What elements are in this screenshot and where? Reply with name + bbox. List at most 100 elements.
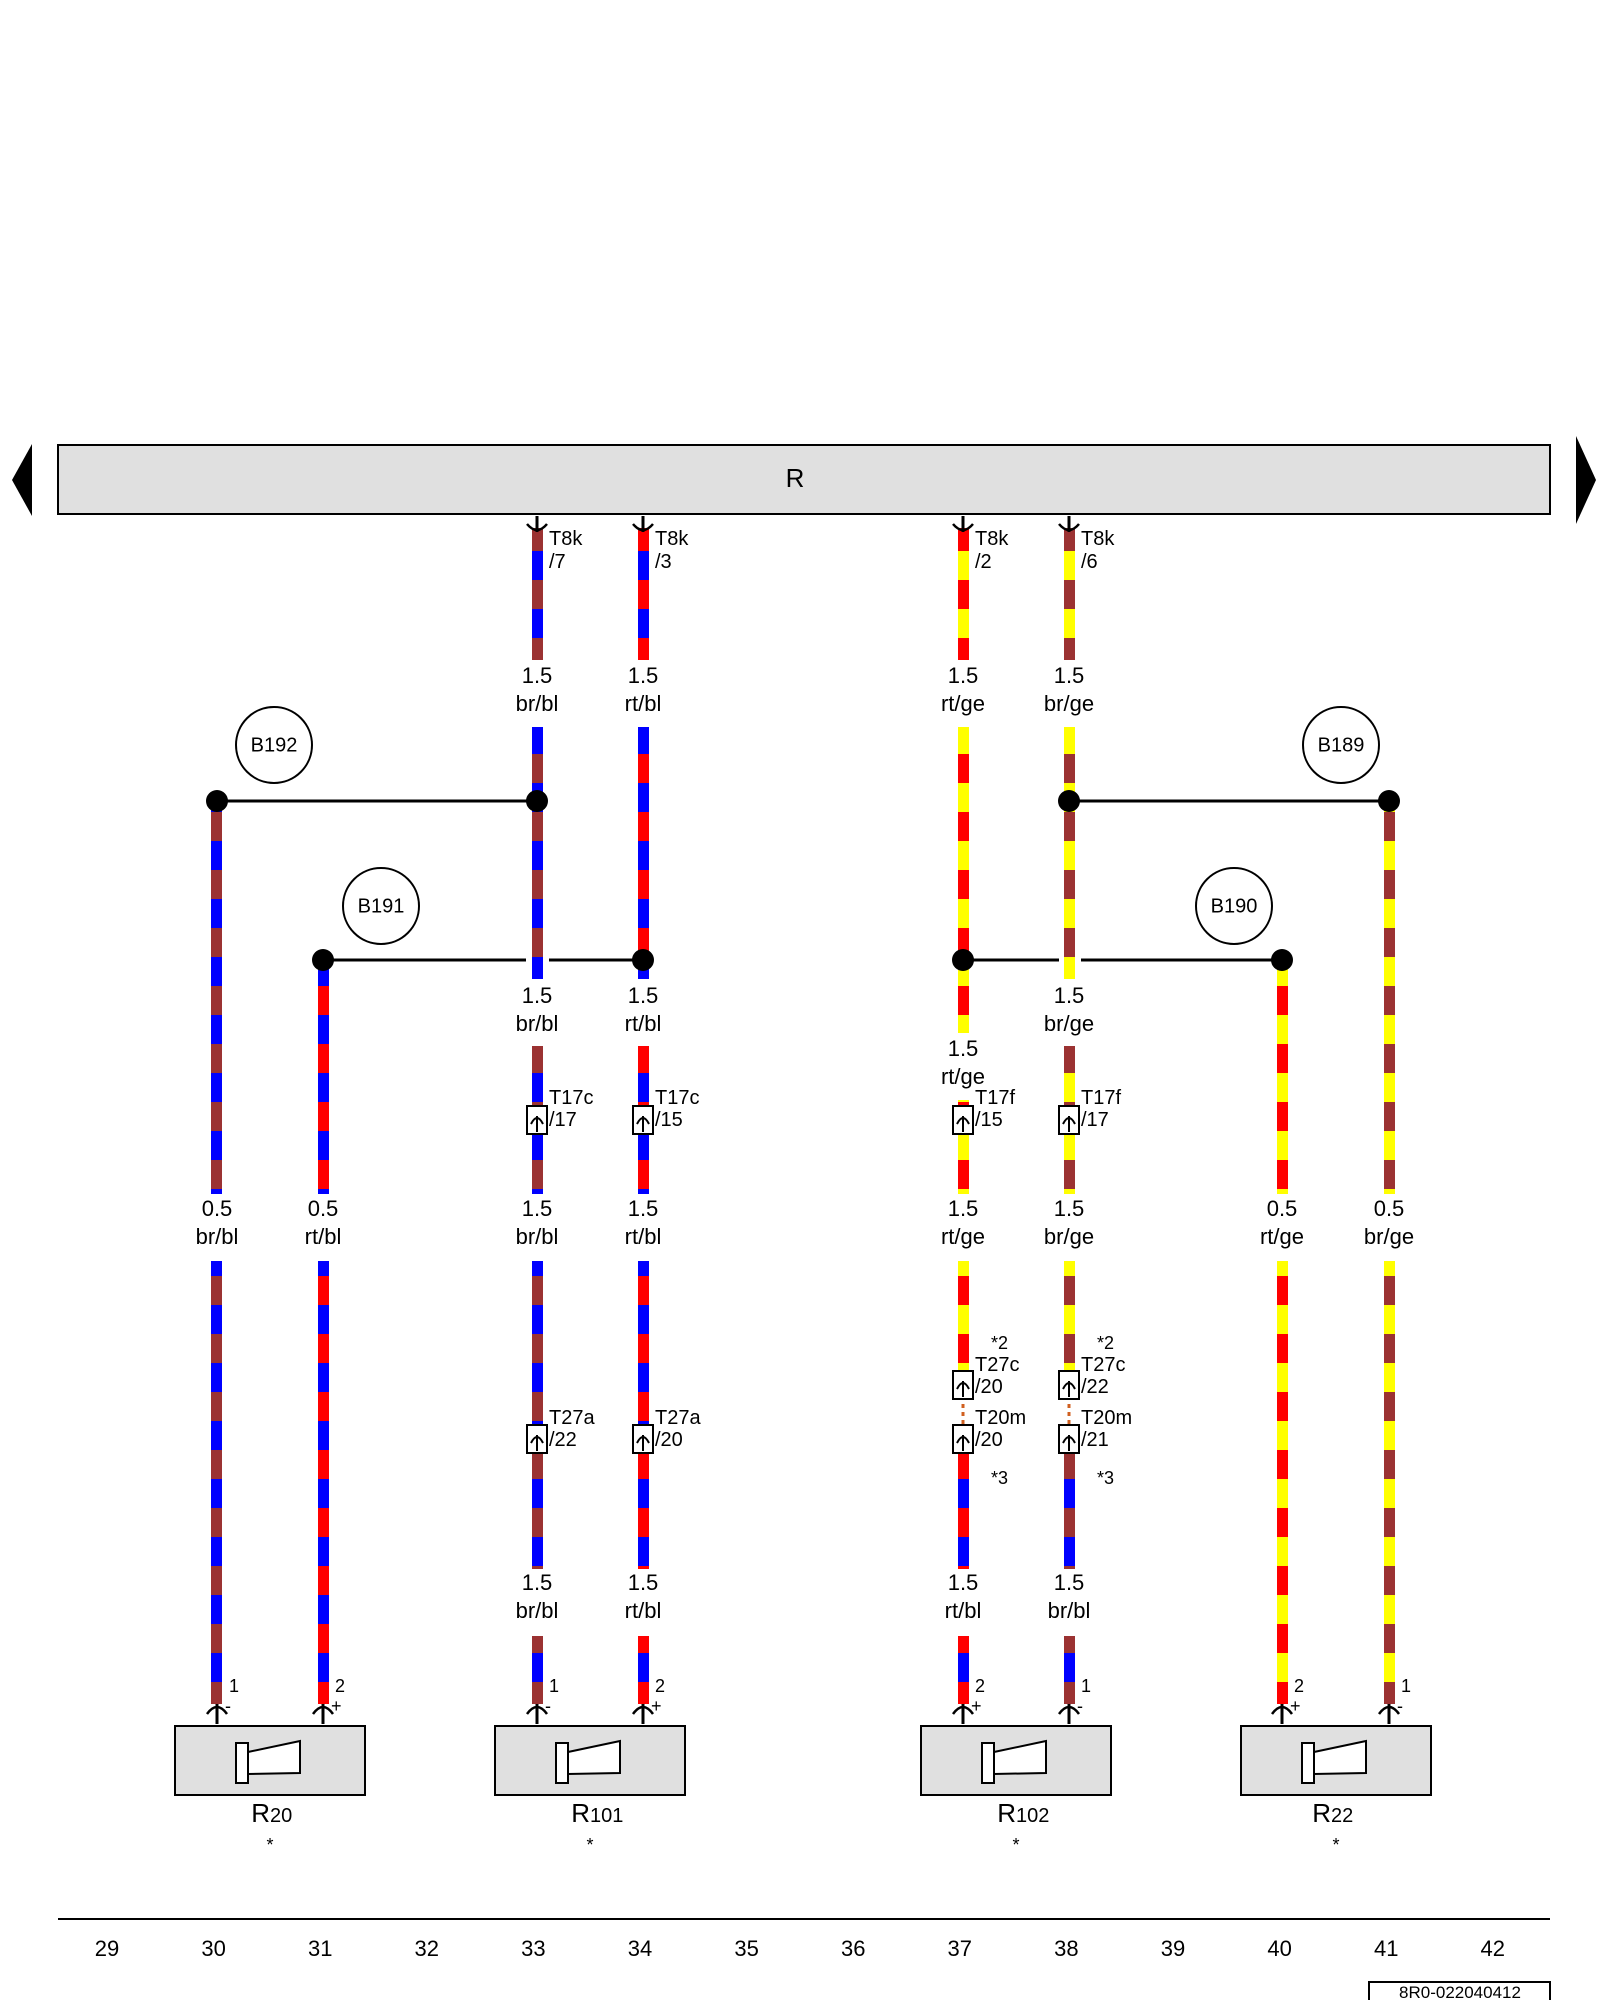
svg-text:/3: /3 xyxy=(655,551,672,573)
connector-t8k-2: T8k /2 xyxy=(952,516,1009,573)
svg-text:/21: /21 xyxy=(1081,1429,1109,1451)
svg-text:*2: *2 xyxy=(991,1333,1008,1353)
svg-text:1: 1 xyxy=(229,1676,239,1696)
splice-B189: B189 xyxy=(1302,706,1380,784)
svg-text:1.5: 1.5 xyxy=(628,1570,659,1595)
svg-text:T27c: T27c xyxy=(975,1354,1019,1376)
splice-label: B192 xyxy=(251,734,298,756)
svg-text:R: R xyxy=(571,1798,590,1828)
svg-text:br/bl: br/bl xyxy=(196,1224,239,1249)
svg-text:/20: /20 xyxy=(655,1429,683,1451)
wire-segment xyxy=(1064,1636,1075,1704)
svg-text:-: - xyxy=(1077,1696,1083,1716)
svg-text:T20m: T20m xyxy=(1081,1407,1132,1429)
wire-segment xyxy=(1064,1261,1075,1385)
connector-t17c-15: T17c /15 xyxy=(632,1087,699,1135)
connector-t20m-21: T20m /21 *3 xyxy=(1058,1407,1132,1488)
left-arrow-icon xyxy=(12,444,32,516)
svg-text:*: * xyxy=(1332,1835,1339,1855)
svg-text:T17c: T17c xyxy=(549,1087,593,1109)
splice-label: B189 xyxy=(1318,734,1365,756)
column-number: 41 xyxy=(1374,1936,1398,1961)
svg-text:T27a: T27a xyxy=(655,1407,701,1429)
column-number: 32 xyxy=(415,1936,439,1961)
svg-text:0.5: 0.5 xyxy=(1374,1196,1405,1221)
svg-text:br/bl: br/bl xyxy=(1048,1598,1091,1623)
component-R22: 2 + 1 - R 22 * xyxy=(1240,1676,1432,1855)
column-number: 38 xyxy=(1054,1936,1078,1961)
connector-pin-icon xyxy=(1062,1116,1076,1132)
wire-segment xyxy=(532,1636,543,1704)
column-number: 39 xyxy=(1161,1936,1185,1961)
svg-text:0.5: 0.5 xyxy=(1267,1196,1298,1221)
wire-segment xyxy=(1064,727,1075,979)
svg-text:*3: *3 xyxy=(991,1468,1008,1488)
wire-segment xyxy=(958,1100,969,1194)
svg-text:-: - xyxy=(545,1696,551,1716)
svg-text:/15: /15 xyxy=(655,1109,683,1131)
wire-segment xyxy=(532,1261,543,1569)
svg-text:T8k: T8k xyxy=(975,528,1009,550)
connector-t27c-22: *2 T27c /22 xyxy=(1058,1333,1125,1400)
svg-text:1.5: 1.5 xyxy=(628,663,659,688)
svg-text:2: 2 xyxy=(975,1676,985,1696)
wire-segment xyxy=(638,528,649,660)
svg-text:rt/bl: rt/bl xyxy=(305,1224,342,1249)
svg-text:1.5: 1.5 xyxy=(522,1570,553,1595)
connector-t8k-3: T8k /3 xyxy=(632,516,689,573)
splice-B191: B191 xyxy=(342,867,420,945)
svg-text:+: + xyxy=(1290,1696,1301,1716)
svg-text:T27a: T27a xyxy=(549,1407,595,1429)
wire-segment xyxy=(318,1261,329,1704)
component-R102: 2 + 1 - R 102 * xyxy=(920,1676,1112,1855)
svg-text:rt/ge: rt/ge xyxy=(1260,1224,1304,1249)
svg-text:1.5: 1.5 xyxy=(948,1036,979,1061)
wire-segment xyxy=(958,1261,969,1385)
wire-segment xyxy=(958,1636,969,1704)
wire-segment xyxy=(958,1446,969,1569)
document-id: 8R0-022040412 xyxy=(1399,1983,1521,2000)
svg-text:T17c: T17c xyxy=(655,1087,699,1109)
svg-text:1.5: 1.5 xyxy=(948,663,979,688)
svg-text:rt/ge: rt/ge xyxy=(941,1064,985,1089)
svg-text:101: 101 xyxy=(590,1805,623,1827)
svg-text:1: 1 xyxy=(1401,1676,1411,1696)
wire-segment xyxy=(532,727,543,979)
wire-segment xyxy=(1277,960,1288,1194)
splice-lines xyxy=(217,799,1389,962)
svg-text:/17: /17 xyxy=(549,1109,577,1131)
svg-text:/7: /7 xyxy=(549,551,566,573)
column-number: 29 xyxy=(95,1936,119,1961)
component-R20: 1 - 2 + R 20 * xyxy=(174,1676,366,1855)
connector-t17f-17: T17f /17 xyxy=(1058,1087,1121,1135)
wire-col-40 xyxy=(1277,960,1288,1704)
svg-text:*3: *3 xyxy=(1097,1468,1114,1488)
speaker-icon xyxy=(1301,1739,1367,1784)
speaker-icon xyxy=(235,1739,301,1784)
svg-text:0.5: 0.5 xyxy=(308,1196,339,1221)
svg-text:rt/bl: rt/bl xyxy=(625,1011,662,1036)
component-R101: 1 - 2 + R 101 * xyxy=(494,1676,686,1855)
wire-labels: 1.5 br/bl 1.5 rt/bl 1.5 rt/ge 1.5 br/ge … xyxy=(196,663,1414,1623)
svg-text:1.5: 1.5 xyxy=(1054,1570,1085,1595)
svg-text:T8k: T8k xyxy=(549,528,583,550)
wire-segment xyxy=(1064,528,1075,660)
connector-t17c-17: T17c /17 xyxy=(526,1087,593,1135)
svg-text:22: 22 xyxy=(1331,1805,1353,1827)
wire-segment xyxy=(318,960,329,1194)
connector-t8k-7: T8k /7 xyxy=(526,516,583,573)
svg-text:br/bl: br/bl xyxy=(516,1224,559,1249)
splice-label: B190 xyxy=(1211,895,1258,917)
svg-text:T27c: T27c xyxy=(1081,1354,1125,1376)
svg-text:rt/bl: rt/bl xyxy=(625,1224,662,1249)
svg-text:*: * xyxy=(1012,1835,1019,1855)
svg-text:1: 1 xyxy=(1081,1676,1091,1696)
svg-text:br/bl: br/bl xyxy=(516,1011,559,1036)
document-id-box xyxy=(1368,1981,1551,2000)
speaker-icon xyxy=(555,1739,621,1784)
svg-text:*2: *2 xyxy=(1097,1333,1114,1353)
svg-text:*: * xyxy=(266,1835,273,1855)
svg-text:0.5: 0.5 xyxy=(202,1196,233,1221)
connector-pin-icon xyxy=(636,1116,650,1132)
svg-text:/15: /15 xyxy=(975,1109,1003,1131)
